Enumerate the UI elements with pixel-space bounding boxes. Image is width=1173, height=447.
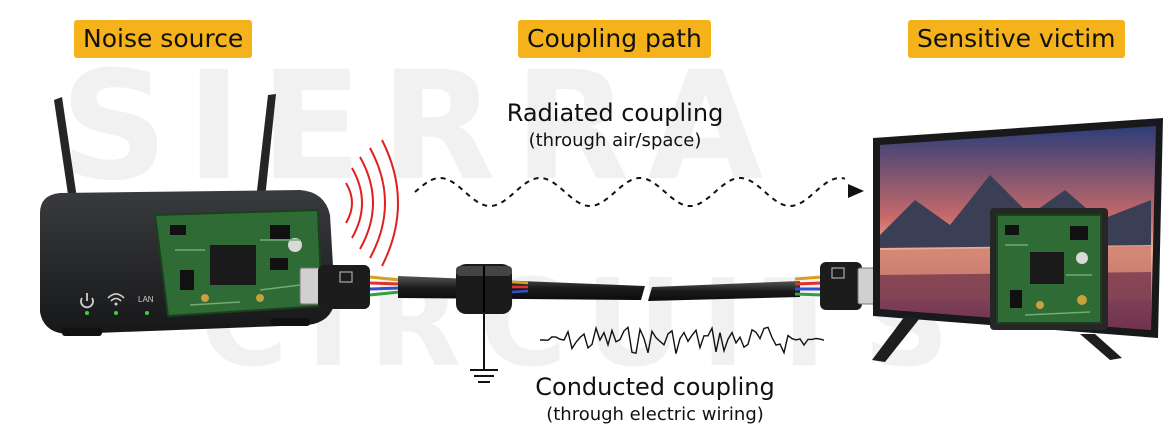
sensitive-victim-label: Sensitive victim — [908, 20, 1125, 58]
cable-mid-wires — [511, 280, 529, 294]
router-lan-label: LAN — [138, 295, 154, 304]
radiated-emission-arcs — [345, 139, 399, 267]
wifi-led — [114, 311, 118, 315]
conducted-coupling-title: Conducted coupling — [535, 373, 775, 401]
radiated-coupling-wave — [414, 177, 864, 207]
right-connector — [820, 262, 881, 310]
radiated-arrowhead — [848, 184, 864, 198]
conducted-coupling-caption: Conducted coupling (through electric wir… — [505, 372, 805, 428]
conducted-coupling-subtitle: (through electric wiring) — [546, 404, 764, 425]
wifi-icon — [107, 293, 125, 306]
router-pcb — [153, 208, 324, 318]
watermark-line1: SIERRA — [60, 40, 782, 214]
radiated-coupling-title: Radiated coupling — [506, 99, 724, 127]
cable-right-wires — [794, 275, 823, 297]
cable-segment-right — [648, 281, 800, 301]
ground-symbol — [470, 314, 498, 383]
power-icon — [80, 293, 94, 309]
ferrite-core — [456, 264, 512, 314]
router-antenna-left — [54, 97, 78, 208]
power-led — [85, 311, 89, 315]
lan-led-icon — [145, 311, 149, 315]
left-connector — [299, 265, 370, 309]
router-device: LAN — [40, 94, 335, 336]
radiated-coupling-caption: Radiated coupling (through air/space) — [470, 98, 760, 154]
radiated-coupling-subtitle: (through air/space) — [528, 130, 702, 151]
noise-source-label: Noise source — [74, 20, 253, 58]
tv-pcb — [990, 208, 1108, 330]
conducted-noise-waveform — [540, 325, 825, 355]
cable-left-wires — [369, 275, 401, 297]
coupling-path-label: Coupling path — [518, 20, 711, 58]
router-antenna-right — [255, 94, 276, 208]
